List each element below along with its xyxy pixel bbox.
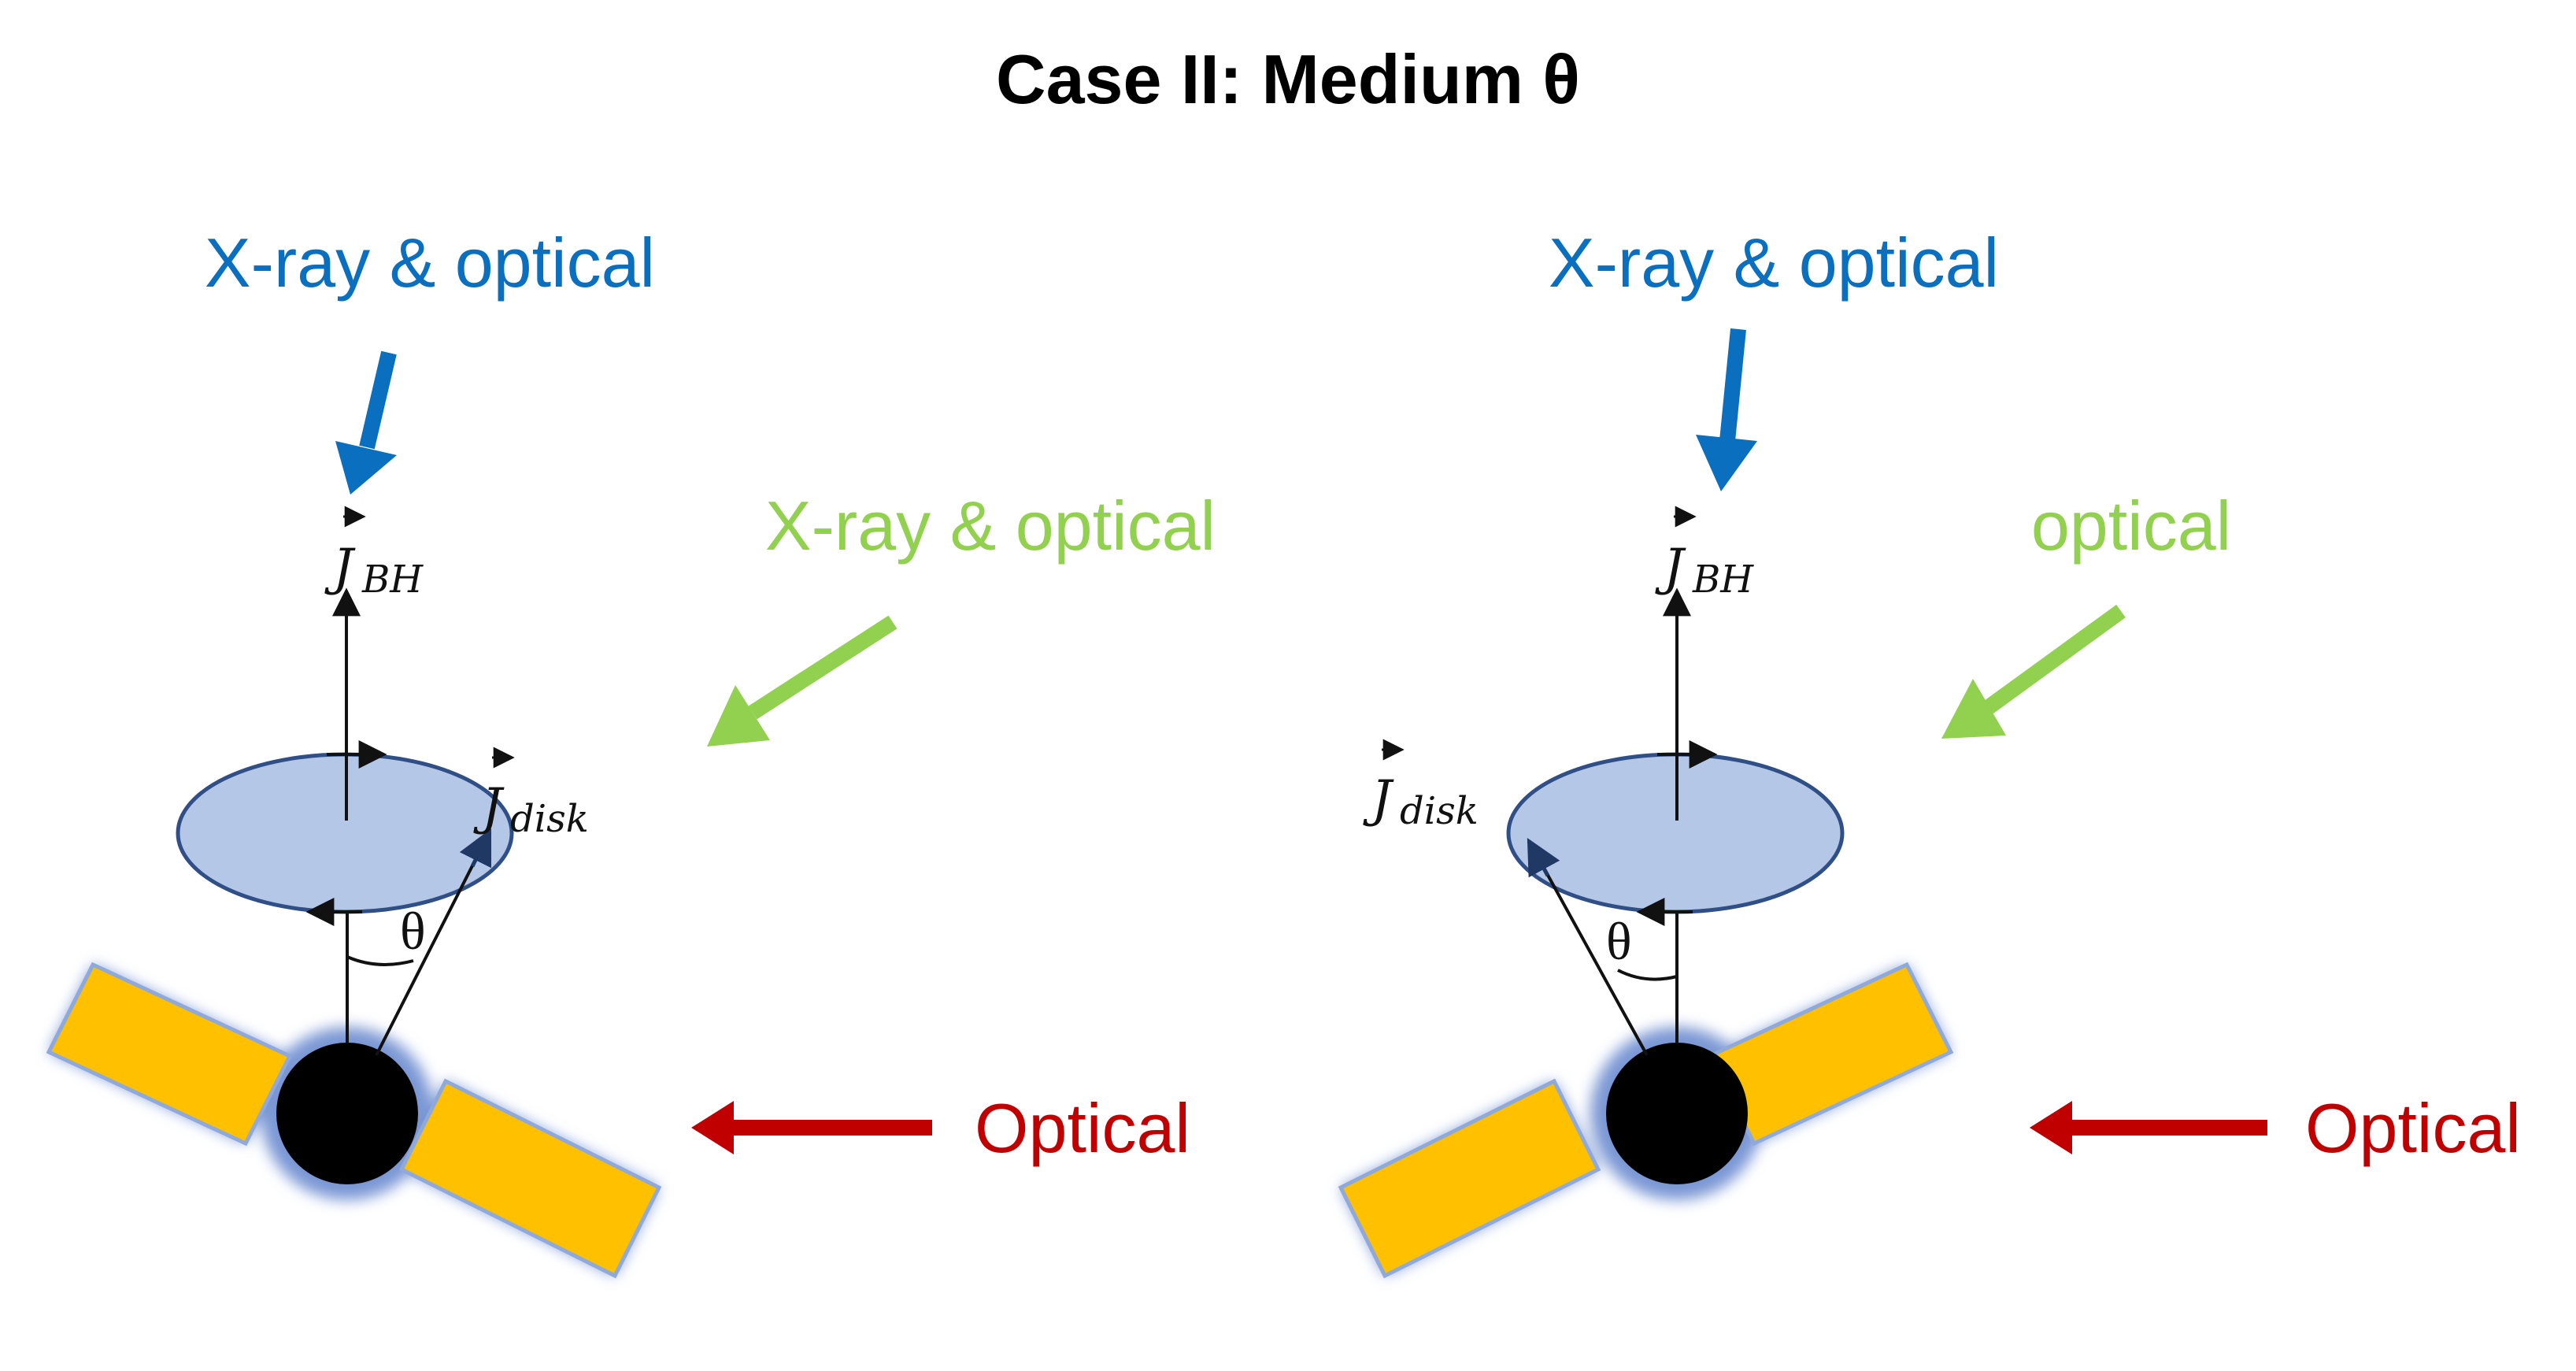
blue-arrow bbox=[335, 350, 397, 495]
red-arrow bbox=[2030, 1101, 2267, 1154]
green-label: optical bbox=[2031, 487, 2231, 565]
red-label: Optical bbox=[975, 1089, 1190, 1167]
theta-label: θ bbox=[400, 901, 426, 961]
j-bh-label: J BH bbox=[324, 506, 424, 602]
panel-right: θ J BH J disk X-ray & optical optical Op… bbox=[1338, 224, 2521, 1279]
svg-text:BH: BH bbox=[1692, 558, 1754, 602]
panel-left: θ J BH J disk X-ray & optical X-ray & op… bbox=[46, 224, 1216, 1279]
theta-arc bbox=[346, 955, 414, 966]
j-disk-label: J disk bbox=[473, 747, 589, 841]
jet-lower-left bbox=[1338, 1078, 1601, 1279]
blue-arrow bbox=[1696, 328, 1757, 491]
j-disk-axis-arrow bbox=[1530, 846, 1649, 1056]
green-arrow bbox=[707, 615, 898, 747]
j-disk-label: J disk bbox=[1363, 739, 1479, 833]
theta-label: θ bbox=[1606, 911, 1632, 971]
svg-text:J: J bbox=[1363, 770, 1394, 828]
svg-text:disk: disk bbox=[1400, 789, 1479, 833]
j-disk-axis-tip bbox=[459, 828, 492, 869]
blue-label: X-ray & optical bbox=[1549, 224, 1999, 302]
green-arrow bbox=[1941, 604, 2126, 739]
diagram-title: Case II: Medium θ bbox=[996, 40, 1580, 118]
theta-arc bbox=[1617, 969, 1678, 981]
svg-text:BH: BH bbox=[361, 558, 424, 602]
red-label: Optical bbox=[2305, 1089, 2521, 1167]
j-bh-label: J BH bbox=[1655, 506, 1754, 602]
svg-text:J: J bbox=[1655, 539, 1686, 597]
black-hole bbox=[276, 1043, 418, 1184]
svg-text:J: J bbox=[324, 539, 356, 597]
red-arrow bbox=[691, 1101, 932, 1154]
jet-upper-left bbox=[46, 962, 293, 1147]
green-label: X-ray & optical bbox=[765, 487, 1216, 565]
j-disk-axis-tip bbox=[1527, 838, 1560, 878]
blue-label: X-ray & optical bbox=[205, 224, 655, 302]
jet-lower-right bbox=[398, 1078, 662, 1279]
black-hole bbox=[1606, 1043, 1748, 1184]
svg-text:disk: disk bbox=[510, 797, 589, 841]
j-disk-axis-arrow bbox=[375, 834, 490, 1056]
